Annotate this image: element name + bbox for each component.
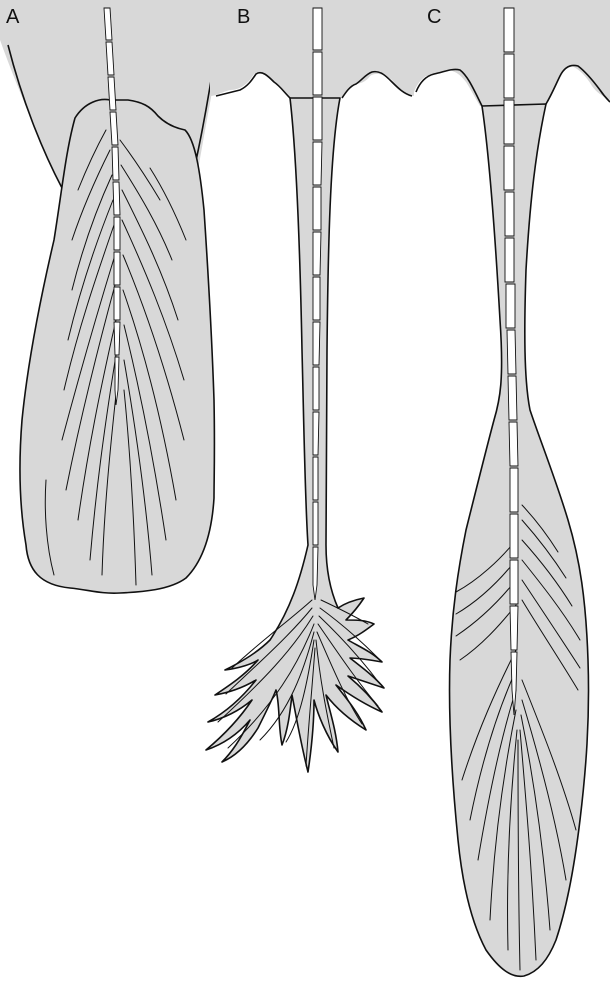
- panel-b-tail-shaft: [206, 98, 384, 772]
- panel-a-tail-broad: [0, 0, 230, 593]
- panel-label-c: C: [427, 6, 441, 29]
- panel-c-tail-lanceolate: [414, 0, 610, 976]
- panel-label-a: A: [6, 6, 19, 29]
- panel-b-tail-whip: [206, 0, 414, 772]
- panel-label-b: B: [237, 6, 250, 29]
- panel-c-tail-vane: [449, 104, 588, 976]
